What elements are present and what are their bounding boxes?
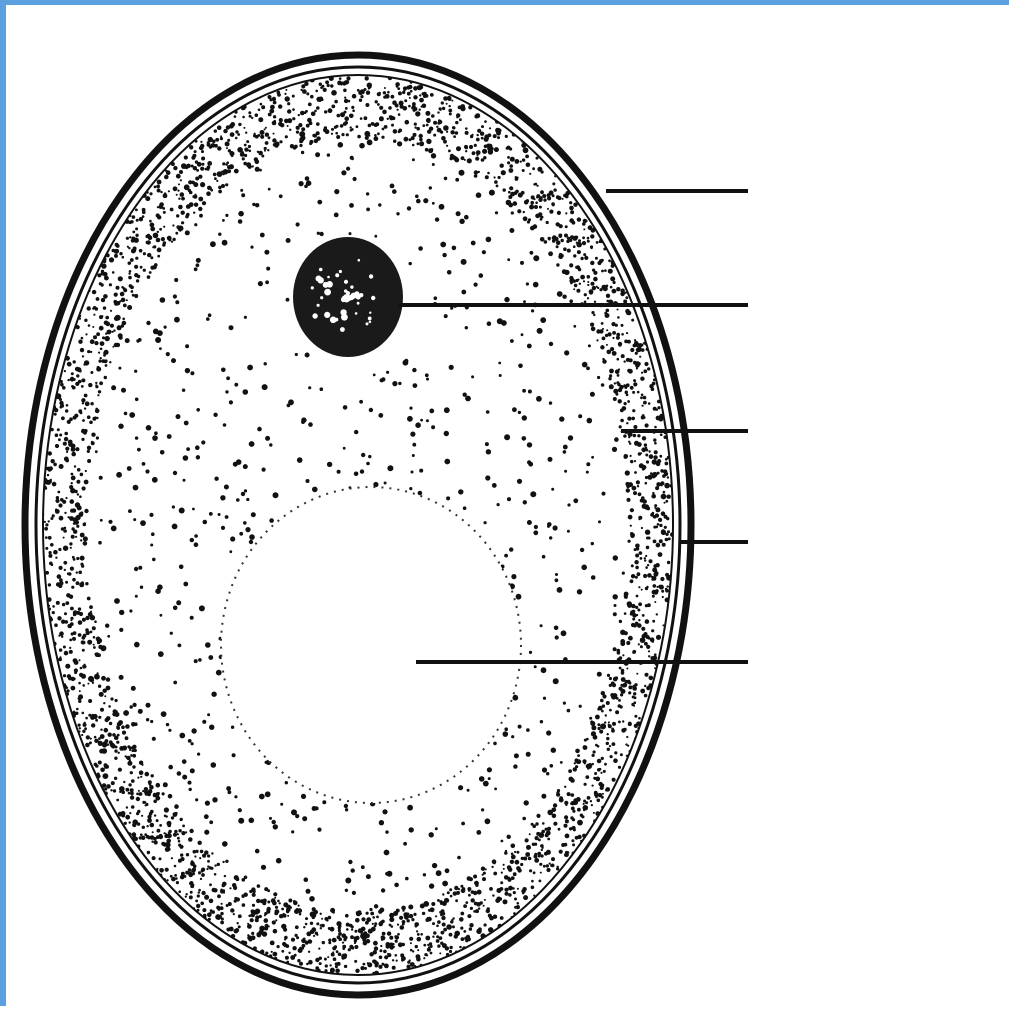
- label-slot-2: [760, 288, 990, 312]
- label-slot-4: [760, 525, 990, 549]
- label-slot-5: [760, 645, 990, 669]
- label-slot-1: [760, 174, 990, 198]
- label-slot-3: [760, 414, 990, 438]
- cell-diagram: [6, 5, 1009, 1011]
- vacuole: [221, 487, 521, 803]
